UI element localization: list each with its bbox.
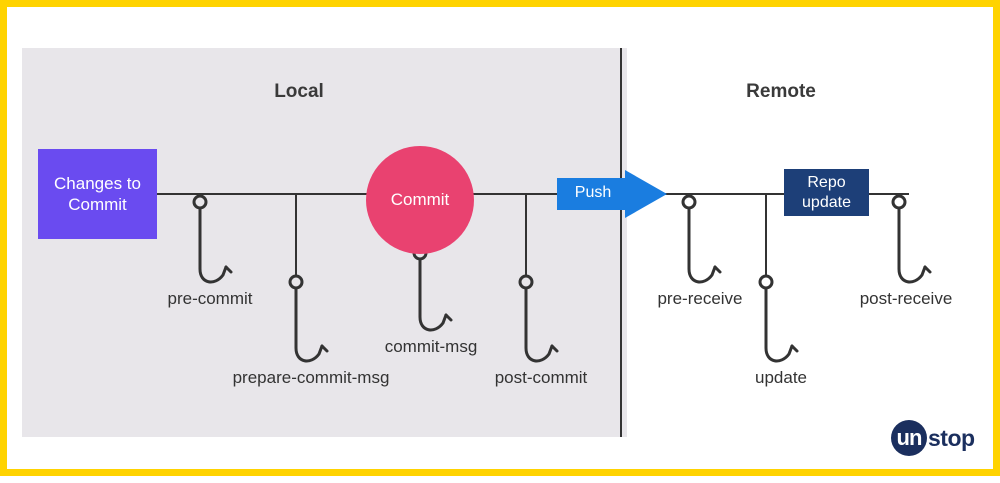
hook-icon (288, 193, 329, 363)
hook-label-pre-receive: pre-receive (657, 289, 743, 308)
commit-node: Commit (366, 146, 474, 254)
local-remote-divider (620, 48, 622, 437)
hook-label-prepare-commit-msg: prepare-commit-msg (232, 368, 390, 387)
hook-icon (192, 194, 233, 284)
hook-icon (518, 193, 559, 363)
hook-icon (891, 194, 932, 284)
hook-icon (758, 193, 799, 363)
arrow-right-icon (557, 170, 667, 218)
unstop-logo: un stop (891, 419, 975, 457)
hook-label-update: update (755, 368, 807, 387)
local-title: Local (274, 81, 324, 102)
logo-text: stop (928, 424, 975, 451)
remote-title: Remote (746, 81, 816, 102)
hook-icon (681, 194, 722, 284)
changes-to-commit-box: Changes to Commit (38, 149, 157, 239)
hook-label-post-receive: post-receive (859, 289, 953, 308)
hook-label-commit-msg: commit-msg (384, 337, 478, 356)
logo-mark: un (891, 420, 927, 456)
hook-icon (412, 245, 453, 332)
hook-label-pre-commit: pre-commit (167, 289, 253, 308)
flow-wires (157, 170, 932, 363)
repo-update-box: Repo update (784, 169, 869, 216)
hook-label-post-commit: post-commit (494, 368, 588, 387)
push-label: Push (574, 184, 612, 201)
